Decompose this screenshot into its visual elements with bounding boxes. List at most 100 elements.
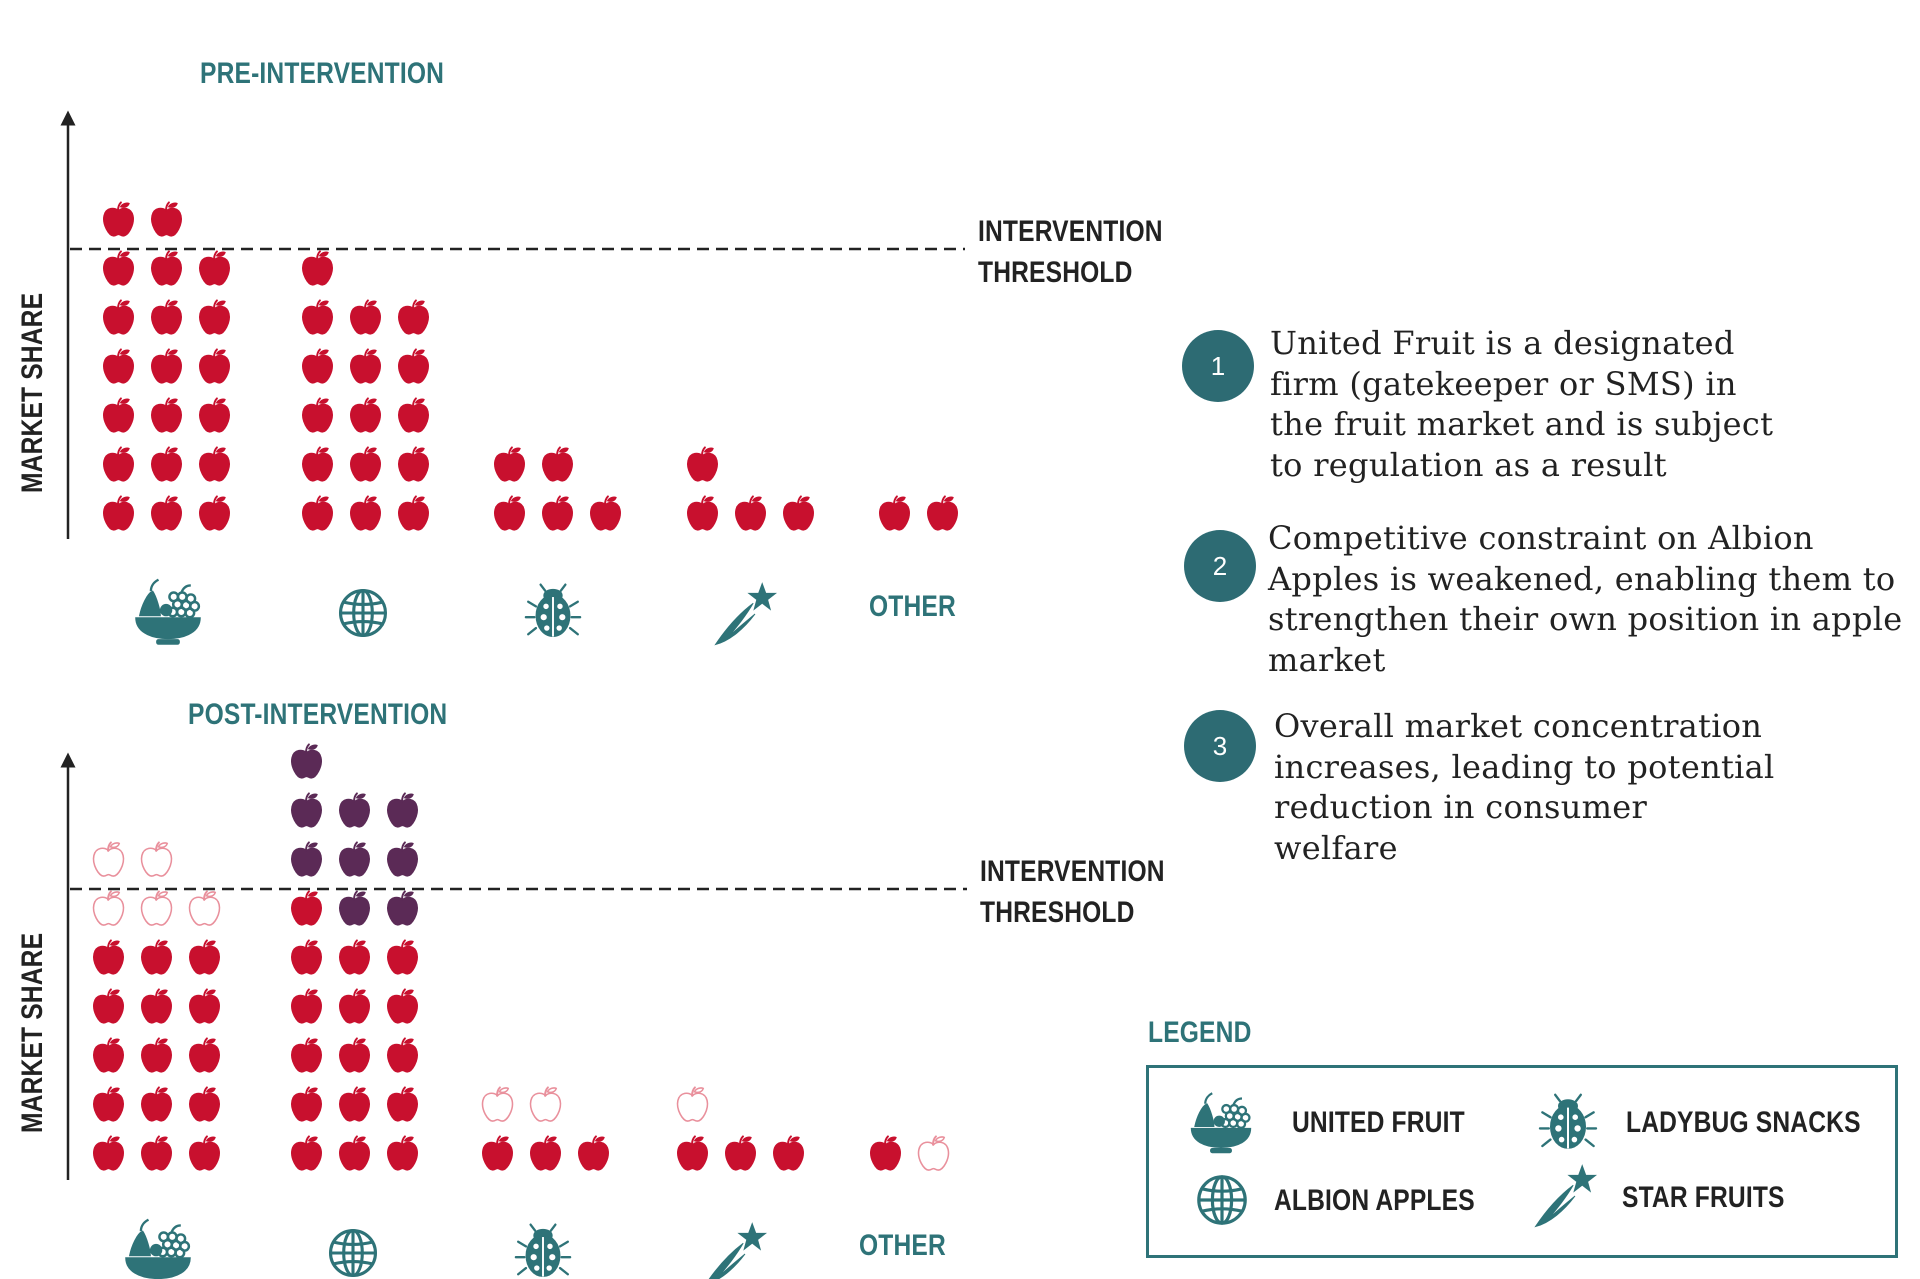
point-2-line: Apples is weakened, enabling them to xyxy=(1268,559,1896,598)
apple-purple-icon xyxy=(290,743,323,780)
apple-icon xyxy=(349,446,382,483)
point-1-line: to regulation as a result xyxy=(1270,445,1667,484)
apple-icon xyxy=(150,348,183,385)
apple-icon xyxy=(150,495,183,532)
apple-icon xyxy=(869,1135,902,1172)
apple-icon xyxy=(397,397,430,434)
point-3-line: increases, leading to potential xyxy=(1274,747,1775,786)
apple-purple-icon xyxy=(338,890,371,927)
apple-icon xyxy=(150,201,183,238)
apple-icon xyxy=(397,299,430,336)
apple-outline-icon xyxy=(917,1135,950,1172)
apple-icon xyxy=(92,988,125,1025)
pre-apple-grid xyxy=(102,201,959,532)
apple-icon xyxy=(301,446,334,483)
apple-icon xyxy=(102,397,135,434)
post-threshold-line1: INTERVENTION xyxy=(980,855,1165,888)
apple-icon xyxy=(397,348,430,385)
apple-icon xyxy=(577,1135,610,1172)
point-1-badge: 1 xyxy=(1182,330,1254,402)
apple-icon xyxy=(782,495,815,532)
apple-icon xyxy=(541,446,574,483)
apple-icon xyxy=(102,495,135,532)
apple-outline-icon xyxy=(92,841,125,878)
apple-purple-icon xyxy=(386,792,419,829)
apple-icon xyxy=(338,1086,371,1123)
apple-icon xyxy=(926,495,959,532)
legend-label-albion-apples: ALBION APPLES xyxy=(1274,1184,1475,1217)
shooting-star-icon xyxy=(704,1222,767,1279)
apple-icon xyxy=(102,299,135,336)
apple-icon xyxy=(397,495,430,532)
legend-fruit-bowl-icon xyxy=(1190,1092,1252,1154)
apple-purple-icon xyxy=(386,841,419,878)
apple-icon xyxy=(386,1037,419,1074)
apple-icon xyxy=(290,890,323,927)
apple-outline-icon xyxy=(188,890,221,927)
point-1-line: the fruit market and is subject xyxy=(1270,405,1774,443)
apple-icon xyxy=(772,1135,805,1172)
apple-icon xyxy=(102,250,135,287)
apple-icon xyxy=(301,495,334,532)
apple-icon xyxy=(140,1086,173,1123)
apple-icon xyxy=(290,988,323,1025)
post-apple-grid xyxy=(92,743,950,1172)
post-title: POST-INTERVENTION xyxy=(188,698,448,731)
apple-icon xyxy=(140,1135,173,1172)
legend-globe-icon xyxy=(1197,1175,1247,1225)
apple-icon xyxy=(734,495,767,532)
apple-icon xyxy=(198,299,231,336)
apple-icon xyxy=(338,939,371,976)
point-1-line: United Fruit is a designated xyxy=(1270,324,1735,362)
apple-icon xyxy=(198,495,231,532)
apple-outline-icon xyxy=(481,1086,514,1123)
point-3-badge: 3 xyxy=(1184,710,1256,782)
apple-icon xyxy=(102,348,135,385)
post-threshold-label: INTERVENTION THRESHOLD xyxy=(980,851,1165,933)
apple-icon xyxy=(386,939,419,976)
apple-outline-icon xyxy=(676,1086,709,1123)
apple-icon xyxy=(481,1135,514,1172)
apple-icon xyxy=(349,348,382,385)
apple-icon xyxy=(349,397,382,434)
pre-title: PRE-INTERVENTION xyxy=(200,57,445,90)
apple-icon xyxy=(290,939,323,976)
apple-icon xyxy=(386,1135,419,1172)
apple-icon xyxy=(198,250,231,287)
ladybug-icon xyxy=(514,1223,572,1278)
apple-icon xyxy=(188,939,221,976)
post-other-label: OTHER xyxy=(859,1229,946,1262)
apple-icon xyxy=(493,495,526,532)
apple-icon xyxy=(338,1135,371,1172)
legend-title: LEGEND xyxy=(1148,1016,1252,1049)
legend-label-ladybug-snacks: LADYBUG SNACKS xyxy=(1626,1106,1861,1139)
apple-icon xyxy=(188,988,221,1025)
apple-purple-icon xyxy=(338,792,371,829)
apple-icon xyxy=(686,495,719,532)
ladybug-icon xyxy=(524,583,582,638)
apple-icon xyxy=(386,988,419,1025)
globe-icon xyxy=(328,1228,378,1278)
apple-outline-icon xyxy=(140,841,173,878)
apple-icon xyxy=(92,939,125,976)
apple-purple-icon xyxy=(290,841,323,878)
apple-icon xyxy=(198,348,231,385)
apple-icon xyxy=(301,348,334,385)
fruit-bowl-icon xyxy=(134,578,202,646)
apple-icon xyxy=(198,397,231,434)
point-2-line: Competitive constraint on Albion xyxy=(1268,519,1814,557)
fruit-bowl-icon xyxy=(124,1218,192,1279)
apple-icon xyxy=(140,988,173,1025)
apple-icon xyxy=(188,1037,221,1074)
apple-icon xyxy=(140,939,173,976)
shooting-star-icon xyxy=(714,582,777,646)
point-3-line: reduction in consumer xyxy=(1274,788,1648,826)
apple-icon xyxy=(301,397,334,434)
apple-icon xyxy=(92,1037,125,1074)
point-1-text: United Fruit is a designated firm (gatek… xyxy=(1270,323,1773,485)
apple-icon xyxy=(188,1086,221,1123)
apple-icon xyxy=(686,446,719,483)
apple-icon xyxy=(92,1135,125,1172)
apple-icon xyxy=(676,1135,709,1172)
